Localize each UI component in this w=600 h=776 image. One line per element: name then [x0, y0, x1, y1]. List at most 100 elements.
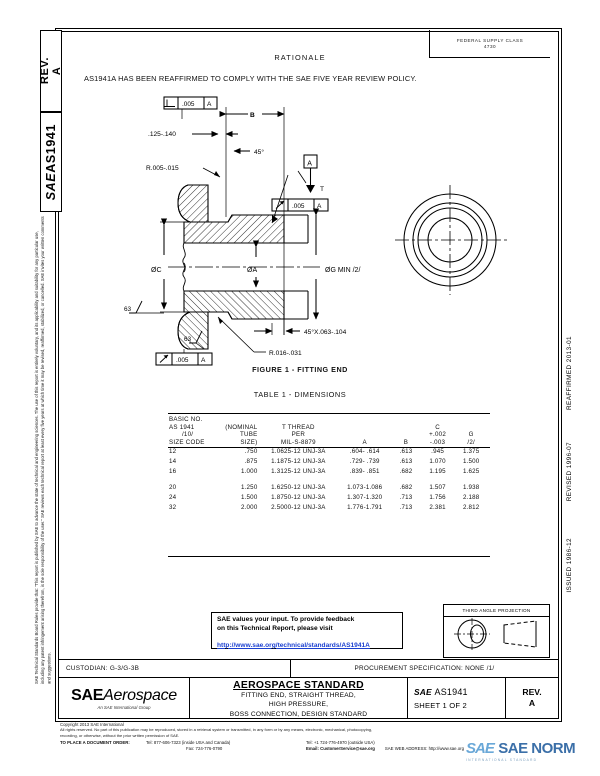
svg-text:B: B: [250, 112, 255, 119]
th-c-l3: -.003: [429, 438, 446, 446]
svg-text:R.016-.031: R.016-.031: [269, 350, 302, 357]
feedback-link[interactable]: http://www.sae.org/technical/standards/A…: [217, 641, 370, 649]
svg-text:.125-.140: .125-.140: [148, 131, 176, 138]
third-angle-label: THIRD ANGLE PROJECTION: [444, 605, 549, 617]
svg-text:45°X.063-.104: 45°X.063-.104: [304, 328, 347, 336]
email: Email: CustomerService@sae.org: [306, 745, 375, 751]
svg-text:R.005-.015: R.005-.015: [146, 165, 179, 172]
cell-tube-size: .750: [244, 447, 258, 455]
cell-size-code: 14: [169, 457, 177, 465]
cell-b: .713: [399, 494, 413, 502]
title-block-number-cell: SAE AS1941 SHEET 1 OF 2: [408, 678, 506, 718]
sae-norm-watermark: SAE SAE NORM INTERNATIONAL STANDARD: [466, 740, 594, 772]
title-block-title-cell: AEROSPACE STANDARD FITTING END, STRAIGHT…: [190, 678, 408, 718]
feedback-line-1: SAE values your input. To provide feedba…: [217, 616, 355, 623]
left-tab-standard-label: SAEAS1941: [44, 123, 58, 201]
cell-a: .839- .851: [349, 467, 380, 475]
cell-g: 1.938: [462, 483, 480, 491]
document-number: AS1941: [434, 686, 468, 697]
procurement-spec-cell: PROCUREMENT SPECIFICATION: NONE /1/: [291, 660, 558, 677]
rights-line-1: All rights reserved. No part of this pub…: [60, 727, 373, 733]
fcf-runout-right: .005 A: [271, 198, 329, 212]
cell-thread: 1.3125-12 UNJ-3A: [271, 467, 326, 475]
cell-tube-size: 1.250: [240, 483, 258, 491]
tel-us: Tel: 877-606-7323 (inside USA and Canada…: [146, 739, 231, 745]
date-issued: ISSUED 1986-12: [566, 538, 573, 593]
figure-caption: FIGURE 1 - FITTING END: [252, 365, 348, 374]
th-g-l1: G: [468, 431, 474, 439]
cell-thread: 1.0625-12 UNJ-3A: [271, 447, 326, 455]
fax: Fax: 724-776-0790: [186, 745, 223, 751]
fitting-body-lower: [177, 262, 309, 350]
cell-b: .613: [399, 457, 413, 465]
web-address: SAE WEB ADDRESS: http://www.sae.org: [384, 745, 464, 751]
th-code-l3: /10/: [181, 431, 194, 439]
table-rule-bottom: [168, 556, 490, 557]
sheet-number: SHEET 1 OF 2: [414, 700, 467, 710]
date-revised: REVISED 1996-07: [566, 442, 573, 502]
th-thread: T THREAD PER MIL-S-8879: [258, 416, 338, 447]
th-tube-l3: SIZE): [240, 438, 258, 446]
svg-text:ØA: ØA: [247, 267, 257, 274]
logo-sae: SAE: [71, 686, 104, 704]
third-angle-projection-box: THIRD ANGLE PROJECTION: [443, 604, 550, 658]
dimension-dia-A: ØA: [247, 240, 260, 288]
cell-size-code: 20: [169, 483, 177, 491]
document-subtitle-3: BOSS CONNECTION, DESIGN STANDARD: [229, 710, 368, 718]
th-a: A: [362, 438, 367, 446]
document-subtitle-2: HIGH PRESSURE,: [268, 701, 329, 709]
cell-size-code: 12: [169, 447, 177, 455]
angle-45-callout: 45°: [233, 147, 264, 156]
tel-intl: Tel: +1 724-776-4970 (outside USA): [306, 739, 375, 745]
cell-thread: 1.8750-12 UNJ-3A: [271, 494, 326, 502]
watermark-text: SAE NORM: [498, 740, 576, 757]
title-block-revision-cell: REV. A: [506, 678, 558, 718]
svg-text:63: 63: [184, 336, 192, 343]
svg-text:A: A: [201, 357, 206, 364]
th-tube-l1: (NOMINAL: [225, 423, 258, 431]
cell-tube-size: 1.500: [240, 494, 258, 502]
rev-value: A: [528, 698, 536, 708]
rationale-body: AS1941A HAS BEEN REAFFIRMED TO COMPLY WI…: [84, 74, 417, 83]
th-c-l1: C: [435, 423, 440, 431]
feedback-line-2: on this Technical Report, please visit: [217, 624, 333, 632]
cell-a: .604- .614: [349, 447, 380, 455]
fsc-line-2: 4730: [483, 43, 497, 49]
copyright-line: Copyright 2013 SAE International: [60, 722, 124, 727]
cell-g: 2.188: [462, 494, 480, 502]
email-and-web: Email: CustomerService@sae.org SAE WEB AD…: [306, 746, 486, 752]
th-code-l1: BASIC NO.: [169, 416, 203, 423]
cell-tube-size: 1.000: [240, 467, 258, 475]
surface-finish-63-left: 63: [124, 300, 164, 314]
dimension-dia-C: ØC: [151, 218, 208, 313]
fitting-body-upper: [177, 184, 309, 273]
cell-b: .682: [399, 467, 413, 475]
standard-number-text: AS1941: [44, 123, 58, 173]
fitting-end-circular-view: [385, 175, 515, 305]
sae-aerospace-logo: SAEAerospace An SAE International Group: [59, 678, 190, 718]
cell-thread: 2.5000-12 UNJ-3A: [271, 504, 326, 512]
document-subtitle-1: FITTING END, STRAIGHT THREAD,: [241, 692, 356, 699]
watermark-subtext: INTERNATIONAL STANDARD: [466, 758, 538, 762]
chamfer-note-45: 45°X.063-.104: [254, 319, 347, 336]
left-tab-revision: REV. A: [39, 30, 63, 112]
rationale-heading: RATIONALE: [274, 53, 326, 62]
cell-a: 1.776-1.791: [347, 504, 383, 512]
cell-c: 2.381: [429, 504, 446, 512]
cell-c: 1.195: [429, 467, 446, 475]
custodian-cell: CUSTODIAN: G-3/G-3B: [59, 660, 291, 677]
dimensions-table: BASIC NO. AS 1941 /10/ SIZE CODE (NOMINA…: [168, 416, 488, 513]
svg-text:.005: .005: [176, 357, 189, 364]
cell-a: 1.307-1.320: [347, 494, 383, 502]
table-rule-header: [168, 447, 490, 448]
svg-text:ØG MIN /2/: ØG MIN /2/: [325, 267, 360, 274]
title-block: SAEAerospace An SAE International Group …: [59, 678, 558, 719]
left-tab-standard-number: SAEAS1941: [40, 112, 62, 212]
th-thread-l2: PER: [291, 431, 306, 439]
sae-wordmark-small: SAE: [44, 172, 58, 201]
fcf-perpendicularity-top: .005 A: [163, 96, 218, 110]
